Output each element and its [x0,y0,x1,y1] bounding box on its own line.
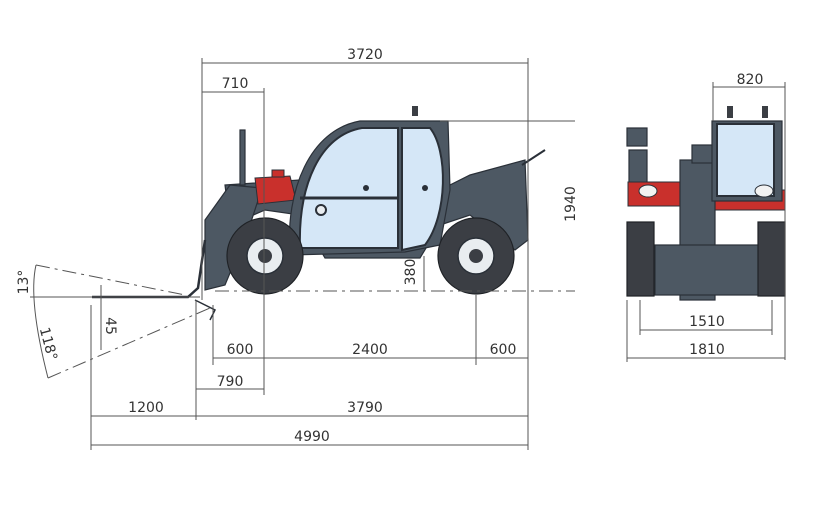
front-view-vehicle [626,106,786,301]
dim-820: 820 [737,72,764,88]
dim-45: 45 [102,317,118,335]
dim-600-rear: 600 [490,342,517,358]
dim-1940: 1940 [563,186,579,222]
dimension-lines [30,58,786,450]
dim-3720: 3720 [347,47,383,63]
dimension-labels: 3720 710 1940 380 600 2400 600 790 1200 … [16,47,763,445]
angle-118: 118° [36,326,60,363]
dim-790: 790 [217,374,244,390]
dim-1200: 1200 [128,400,164,416]
dim-380: 380 [403,259,419,286]
angle-13: 13° [16,270,32,295]
side-view-vehicle [35,106,546,379]
dim-3790: 3790 [347,400,383,416]
dim-2400: 2400 [352,342,388,358]
dim-1810: 1810 [689,342,725,358]
dim-710: 710 [222,76,249,92]
dim-600-front: 600 [227,342,254,358]
dim-4990: 4990 [294,429,330,445]
dim-1510: 1510 [689,314,725,330]
